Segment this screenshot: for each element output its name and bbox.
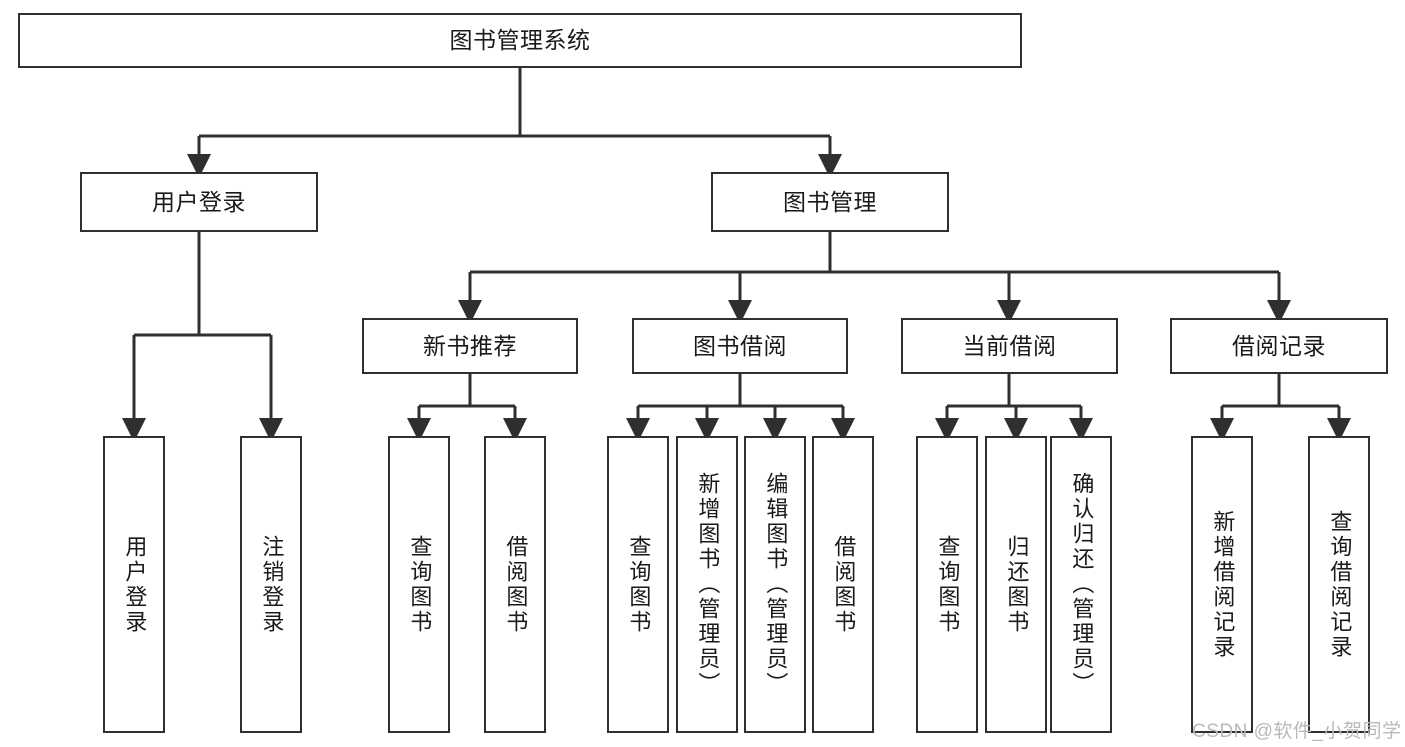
node-borrow-record-label: 借阅记录 — [1232, 332, 1326, 359]
node-leaf-query-record-label: 查询借阅记录 — [1327, 509, 1353, 660]
node-book-manage[interactable]: 图书管理 — [711, 172, 949, 232]
node-leaf-borrow-book-1-label: 借阅图书 — [503, 534, 529, 635]
node-leaf-query-book-2-label: 查询图书 — [626, 534, 652, 635]
node-leaf-borrow-book-1[interactable]: 借阅图书 — [484, 436, 546, 733]
node-leaf-query-book-1-label: 查询图书 — [407, 534, 433, 635]
node-leaf-return-book[interactable]: 归还图书 — [985, 436, 1047, 733]
node-leaf-confirm-return-label: 确认归还（管理员） — [1069, 472, 1095, 697]
node-leaf-add-book[interactable]: 新增图书（管理员） — [676, 436, 738, 733]
csdn-watermark: CSDN @软件_小贺同学 — [1192, 721, 1402, 742]
node-leaf-borrow-book-2-label: 借阅图书 — [831, 534, 857, 635]
node-leaf-query-book-1[interactable]: 查询图书 — [388, 436, 450, 733]
node-current-borrow-label: 当前借阅 — [962, 332, 1057, 359]
node-leaf-borrow-book-2[interactable]: 借阅图书 — [812, 436, 874, 733]
node-leaf-query-book-2[interactable]: 查询图书 — [607, 436, 669, 733]
node-leaf-add-book-label: 新增图书（管理员） — [695, 472, 721, 697]
node-new-book-recommend[interactable]: 新书推荐 — [362, 318, 578, 374]
node-book-borrow-label: 图书借阅 — [693, 332, 787, 359]
node-leaf-edit-book-label: 编辑图书（管理员） — [763, 472, 789, 697]
node-leaf-edit-book[interactable]: 编辑图书（管理员） — [744, 436, 806, 733]
node-leaf-logout[interactable]: 注销登录 — [240, 436, 302, 733]
node-root[interactable]: 图书管理系统 — [18, 13, 1022, 68]
node-leaf-query-record[interactable]: 查询借阅记录 — [1308, 436, 1370, 733]
node-user-login-label: 用户登录 — [152, 188, 246, 215]
node-leaf-add-record-label: 新增借阅记录 — [1210, 509, 1236, 660]
node-user-login[interactable]: 用户登录 — [80, 172, 318, 232]
node-leaf-user-login-label: 用户登录 — [122, 534, 148, 635]
node-book-manage-label: 图书管理 — [783, 188, 877, 215]
node-root-label: 图书管理系统 — [449, 27, 591, 54]
node-current-borrow[interactable]: 当前借阅 — [901, 318, 1118, 374]
node-book-borrow[interactable]: 图书借阅 — [632, 318, 848, 374]
node-leaf-return-book-label: 归还图书 — [1004, 534, 1030, 635]
node-leaf-query-book-3-label: 查询图书 — [935, 534, 961, 635]
node-borrow-record[interactable]: 借阅记录 — [1170, 318, 1388, 374]
node-leaf-user-login[interactable]: 用户登录 — [103, 436, 165, 733]
node-leaf-logout-label: 注销登录 — [259, 534, 285, 635]
node-leaf-confirm-return[interactable]: 确认归还（管理员） — [1050, 436, 1112, 733]
node-leaf-add-record[interactable]: 新增借阅记录 — [1191, 436, 1253, 733]
node-new-book-recommend-label: 新书推荐 — [423, 332, 517, 359]
node-leaf-query-book-3[interactable]: 查询图书 — [916, 436, 978, 733]
